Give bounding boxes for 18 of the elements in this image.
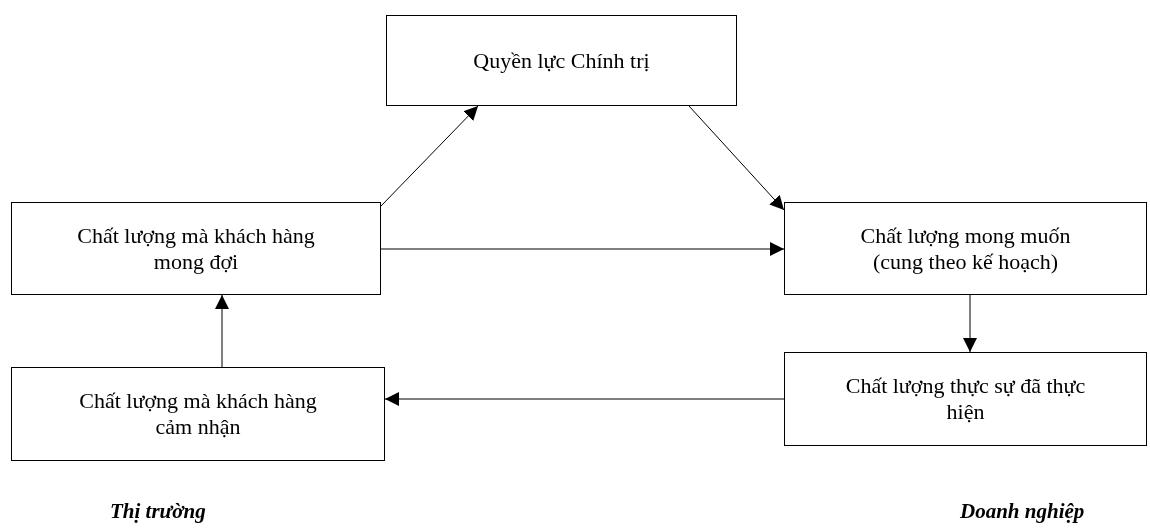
section-label: Doanh nghiệp [960, 498, 1085, 525]
process-box [784, 202, 1147, 295]
process-box [11, 367, 385, 461]
arrow [963, 294, 977, 353]
section-label: Thị trường [110, 498, 206, 525]
process-box [386, 15, 737, 106]
arrow [215, 294, 229, 368]
arrow [688, 105, 785, 211]
box-label: Chất lượng mong muốn (cung theo kế hoạch) [859, 222, 1072, 275]
process-box [784, 352, 1147, 446]
arrow [380, 105, 479, 207]
arrow [380, 242, 785, 256]
process-box [11, 202, 381, 295]
box-label: Chất lượng mà khách hàng cảm nhận [78, 388, 318, 440]
arrow [384, 392, 785, 406]
box-label: Chất lượng mà khách hàng mong đợi [76, 222, 316, 275]
box-label: Chất lượng thực sự đã thực hiện [844, 373, 1087, 425]
box-label: Quyền lực Chính trị [473, 47, 650, 74]
